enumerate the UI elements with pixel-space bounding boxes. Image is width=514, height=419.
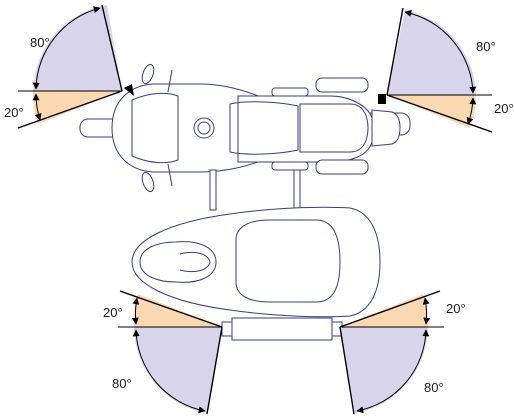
tail [371, 109, 401, 147]
strut-front [209, 169, 217, 211]
arc-bottom-left-narrow [131, 297, 140, 325]
ray-top-right-wide [386, 7, 404, 96]
sidecar-wheel [231, 317, 333, 341]
label-bottom-left-narrow: 20° [103, 305, 123, 320]
label-bottom-left-wide: 80° [112, 376, 132, 391]
ray-bottom-left-wide [206, 326, 223, 415]
sidecar-struts [209, 169, 301, 211]
handlebar-left [167, 69, 173, 93]
ray-bottom-right-narrow [339, 290, 441, 328]
arc-bottom-left-wide [132, 329, 206, 414]
angle-group-top-left: 80° 20° [4, 4, 123, 129]
angle-group-bottom-left: 20° 80° [103, 290, 223, 415]
label-top-left-wide: 80° [30, 35, 50, 50]
label-bottom-right-narrow: 20° [446, 301, 466, 316]
ray-bottom-left-narrow [119, 290, 223, 328]
ray-top-left-wide [101, 4, 123, 92]
mirror-top [141, 63, 155, 85]
exhaust-top [315, 77, 369, 93]
sidecar-cockpit [235, 219, 341, 303]
strut-rear [293, 169, 301, 211]
mirror-bottom [141, 171, 155, 193]
arc-top-right-wide [404, 9, 477, 94]
exhaust-bottom [315, 159, 369, 175]
ray-top-left-narrow [17, 90, 123, 129]
sidecar-nose [139, 241, 217, 283]
motorcycle [79, 63, 411, 193]
tail-mark [378, 94, 386, 104]
ray-bottom-right-wide [339, 326, 355, 415]
label-top-left-narrow: 20° [4, 105, 24, 120]
windscreen [131, 92, 179, 164]
handlebar-right [167, 163, 173, 187]
sidecar [131, 206, 381, 341]
label-top-right-narrow: 20° [494, 101, 514, 116]
footrest-bottom [271, 161, 309, 171]
footrest-top [271, 87, 309, 97]
label-top-right-wide: 80° [476, 39, 496, 54]
arc-top-right-narrow [466, 97, 477, 125]
angle-group-top-right: 80° 20° [386, 7, 514, 133]
arc-bottom-right-wide [356, 329, 430, 414]
gauge-outer [193, 117, 215, 139]
ray-top-right-narrow [386, 94, 493, 133]
arc-bottom-right-narrow [422, 297, 431, 325]
gauge-inner [197, 121, 211, 135]
arc-top-left-wide [32, 6, 101, 90]
arc-top-left-narrow [32, 93, 42, 121]
seat [299, 103, 369, 153]
sidecar-nose-curve [179, 251, 211, 273]
headlight-mark [124, 84, 134, 96]
wheel-hub-left [221, 321, 233, 337]
angle-group-bottom-right: 20° 80° [339, 290, 466, 415]
tank [229, 101, 299, 155]
label-bottom-right-wide: 80° [424, 380, 444, 395]
